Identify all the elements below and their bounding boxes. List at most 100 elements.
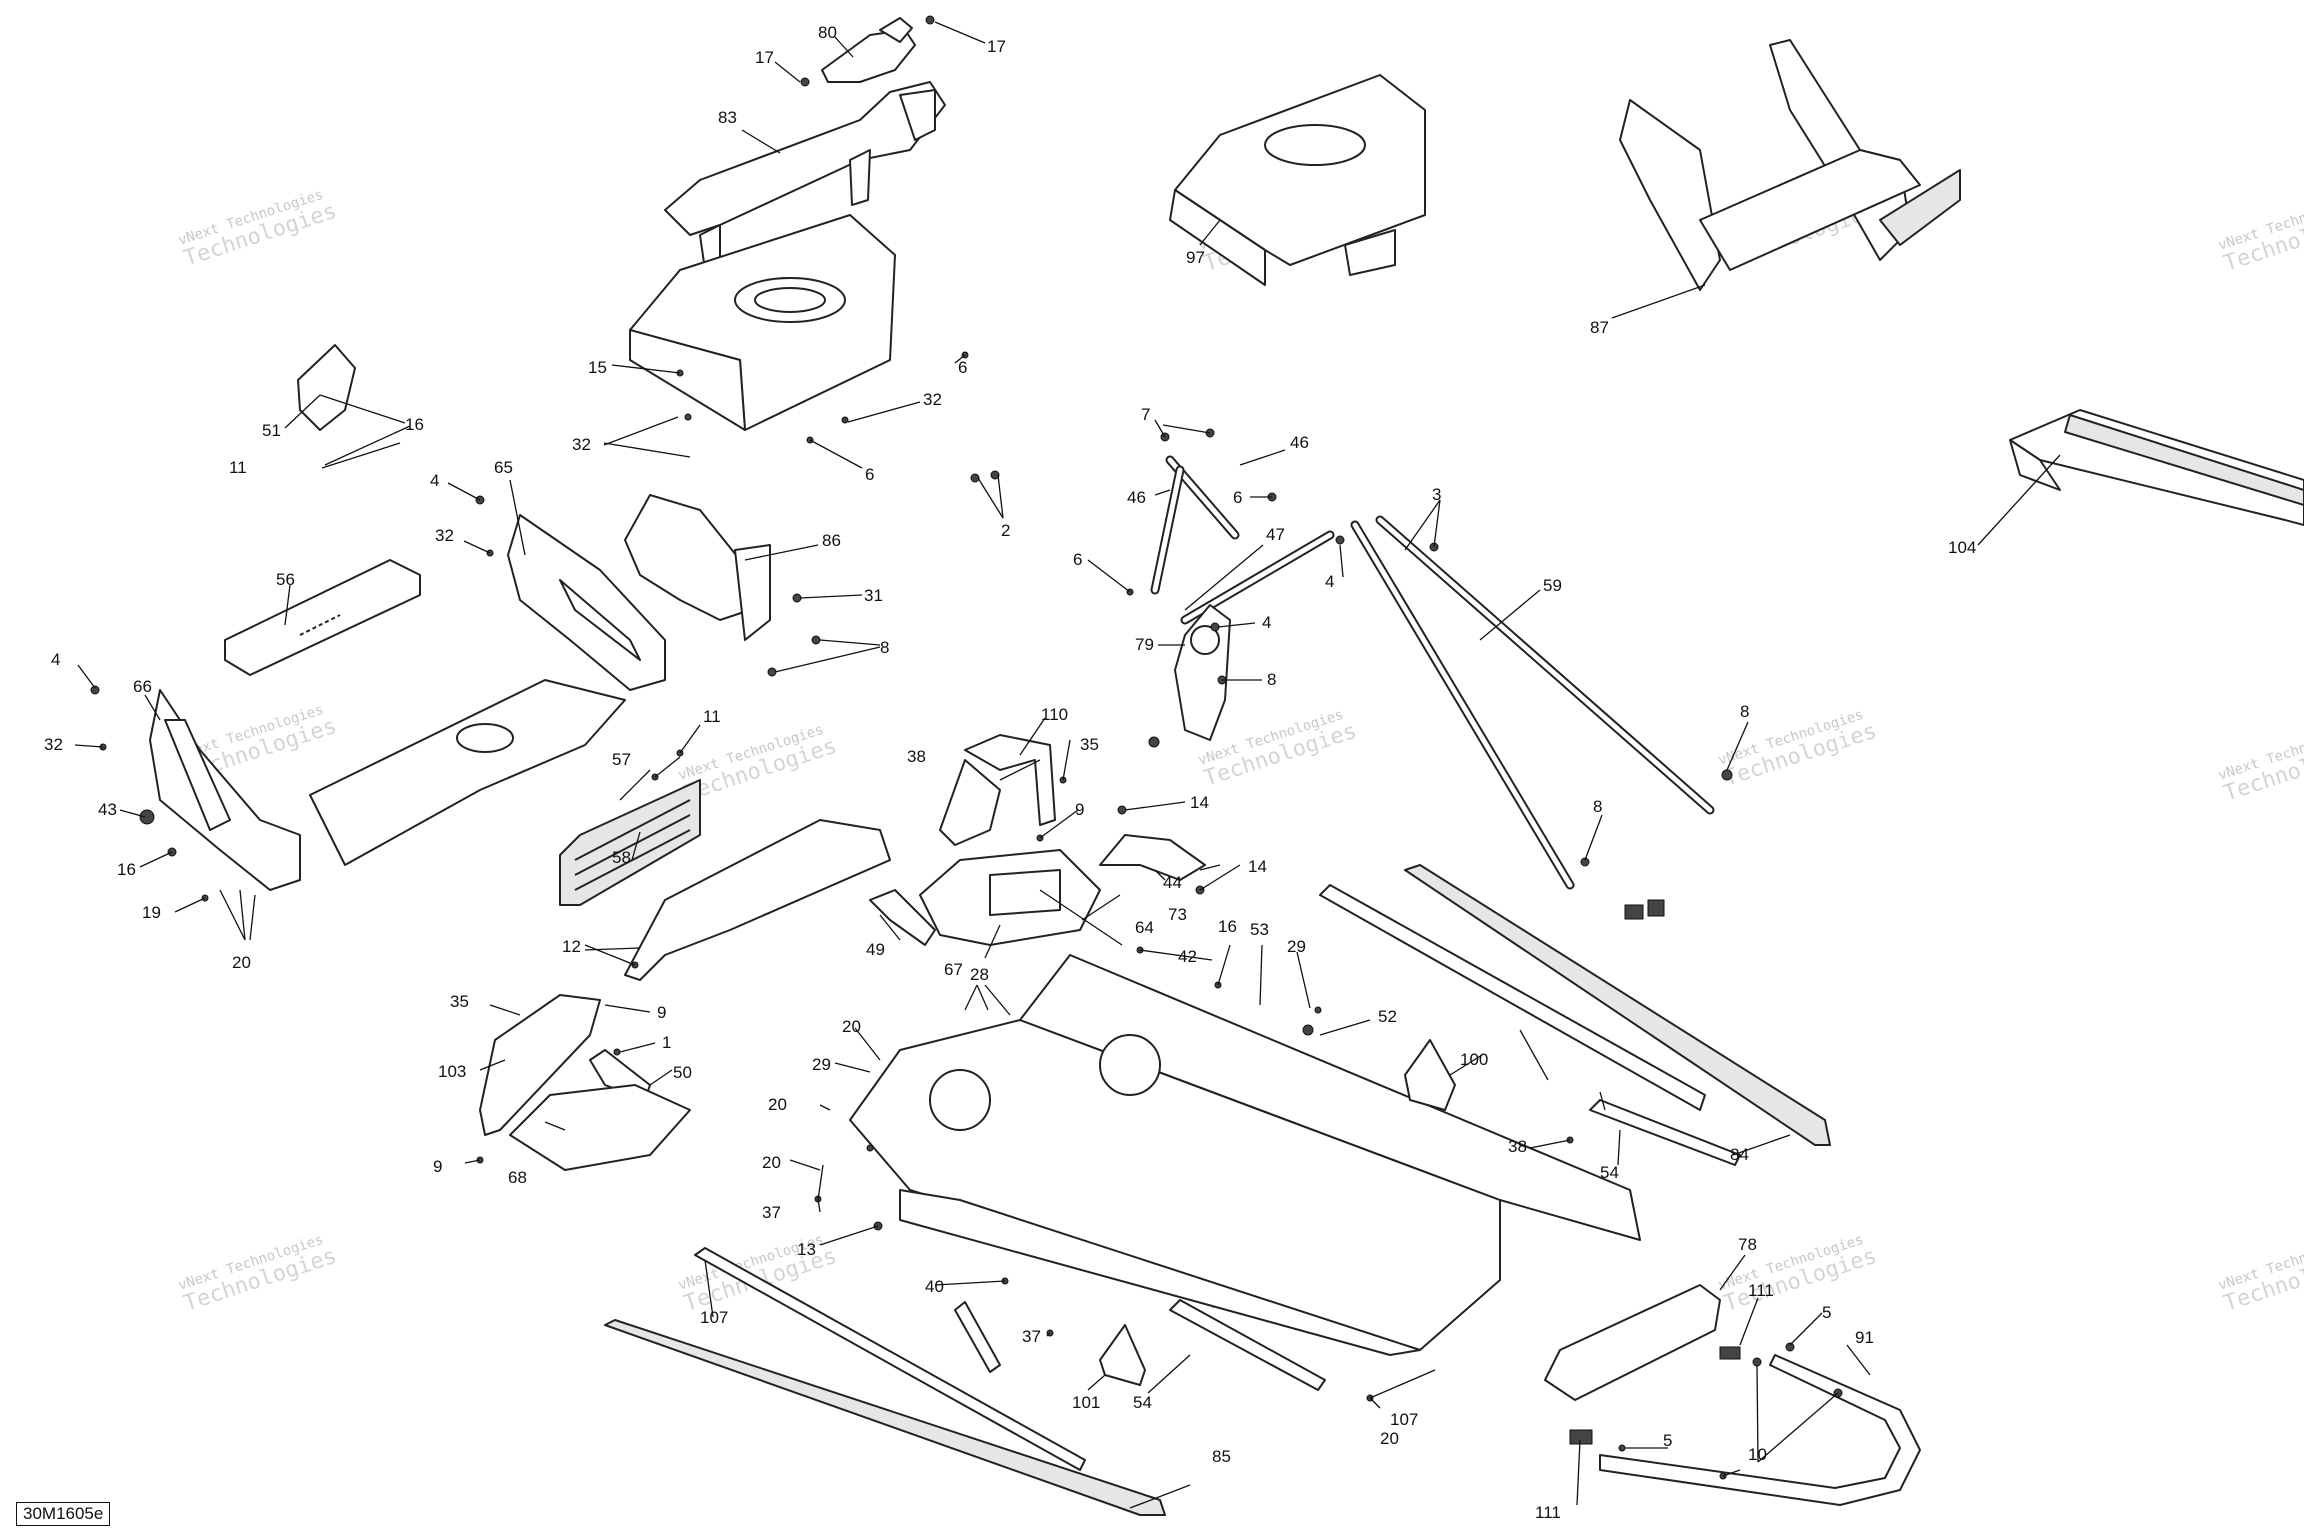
callout: 53	[1250, 920, 1269, 939]
callout: 9	[1075, 800, 1084, 819]
callout: 97	[1186, 248, 1205, 267]
callout: 54	[1600, 1163, 1619, 1182]
callout: 57	[612, 750, 631, 769]
part-100-bracket	[1404, 1039, 1456, 1111]
callout: 1	[662, 1033, 671, 1052]
callout: 6	[958, 358, 967, 377]
callout: 17	[755, 48, 774, 67]
callout: 86	[822, 531, 841, 550]
callout: 38	[907, 747, 926, 766]
callout: 80	[818, 23, 837, 42]
callout: 9	[433, 1157, 442, 1176]
callout: 38	[1508, 1137, 1527, 1156]
part-59-support-rod	[1350, 520, 1575, 890]
part-107-rail	[1319, 884, 1706, 1111]
callout: 100	[1460, 1050, 1488, 1069]
parts	[90, 15, 2304, 1516]
callout: 29	[1287, 937, 1306, 956]
callout: 4	[1325, 572, 1334, 591]
part-80-bracket	[821, 17, 916, 83]
callout: 68	[508, 1168, 527, 1187]
part-84-runner	[1404, 864, 1831, 1146]
callout: 11	[703, 707, 721, 726]
callout: 64	[1135, 918, 1154, 937]
part-86-support	[624, 494, 771, 641]
callout: 87	[1590, 318, 1609, 337]
callout: 79	[1135, 635, 1154, 654]
callout: 66	[133, 677, 152, 696]
callout: 32	[572, 435, 591, 454]
part-78-rear-crossmember	[1544, 1284, 1721, 1401]
part-104-rear-extension	[2009, 409, 2304, 526]
callout: 37	[762, 1203, 781, 1222]
callout: 65	[494, 458, 513, 477]
callout: 59	[1543, 576, 1562, 595]
callout: 20	[1380, 1429, 1399, 1448]
callout: 42	[1178, 947, 1197, 966]
callout: 73	[1168, 905, 1187, 924]
leader-lines	[74, 21, 2061, 1509]
callout: 7	[1141, 405, 1150, 424]
callout: 2	[1001, 521, 1010, 540]
callout: 12	[562, 937, 581, 956]
callout: 10	[1748, 1445, 1767, 1464]
callout: 67	[944, 960, 963, 979]
callout: 4	[51, 650, 60, 669]
callout: 13	[797, 1240, 816, 1259]
callout: 20	[842, 1017, 861, 1036]
part-97-tunnel-assembly	[1169, 74, 1426, 286]
callout: 28	[970, 965, 989, 984]
callout: 17	[987, 37, 1006, 56]
callout: 16	[1218, 917, 1237, 936]
callout: 32	[435, 526, 454, 545]
part-49-grip	[869, 889, 936, 946]
callout: 3	[1432, 485, 1441, 504]
part-main-tunnel	[849, 954, 1641, 1356]
part-54-rail	[1589, 1099, 1741, 1166]
part-58-heat-exchanger	[559, 779, 701, 906]
callout: 107	[700, 1308, 728, 1327]
part-101-bracket	[1099, 1324, 1146, 1386]
callout: 43	[98, 800, 117, 819]
part-47-rod	[1180, 530, 1335, 625]
part-54-rail	[1169, 1299, 1326, 1391]
callout: 101	[1072, 1393, 1100, 1412]
part-51-bracket	[297, 344, 356, 431]
part-85-runner	[604, 1319, 1166, 1516]
callout: 9	[657, 1003, 666, 1022]
callout: 83	[718, 108, 737, 127]
callout: 31	[864, 586, 883, 605]
callout: 6	[1073, 550, 1082, 569]
callout: 110	[1041, 705, 1068, 724]
part-79-support	[1174, 604, 1231, 741]
callout: 4	[1262, 613, 1271, 632]
part-46-rod	[1150, 465, 1185, 595]
part-56-plate	[224, 559, 421, 676]
callout: 47	[1266, 525, 1285, 544]
part-tunnel-cover	[624, 819, 891, 981]
callout: 46	[1127, 488, 1146, 507]
callout: 78	[1738, 1235, 1757, 1254]
callout: 8	[1593, 797, 1602, 816]
callout: 44	[1163, 873, 1182, 892]
callout: 35	[1080, 735, 1099, 754]
callout: 8	[1740, 702, 1749, 721]
callout: 11	[229, 458, 247, 477]
part-67-footrest	[919, 849, 1101, 946]
callout: 16	[117, 860, 136, 879]
part-strip	[954, 1301, 1001, 1373]
callout: 103	[438, 1062, 466, 1081]
callout: 37	[1022, 1327, 1041, 1346]
callout: 56	[276, 570, 295, 589]
hardware	[90, 15, 1843, 1480]
callout: 46	[1290, 433, 1309, 452]
part-66-front-frame	[149, 689, 301, 891]
callout: 107	[1390, 1410, 1418, 1429]
callout: 29	[812, 1055, 831, 1074]
callout: 20	[762, 1153, 781, 1172]
callout: 84	[1730, 1145, 1749, 1164]
